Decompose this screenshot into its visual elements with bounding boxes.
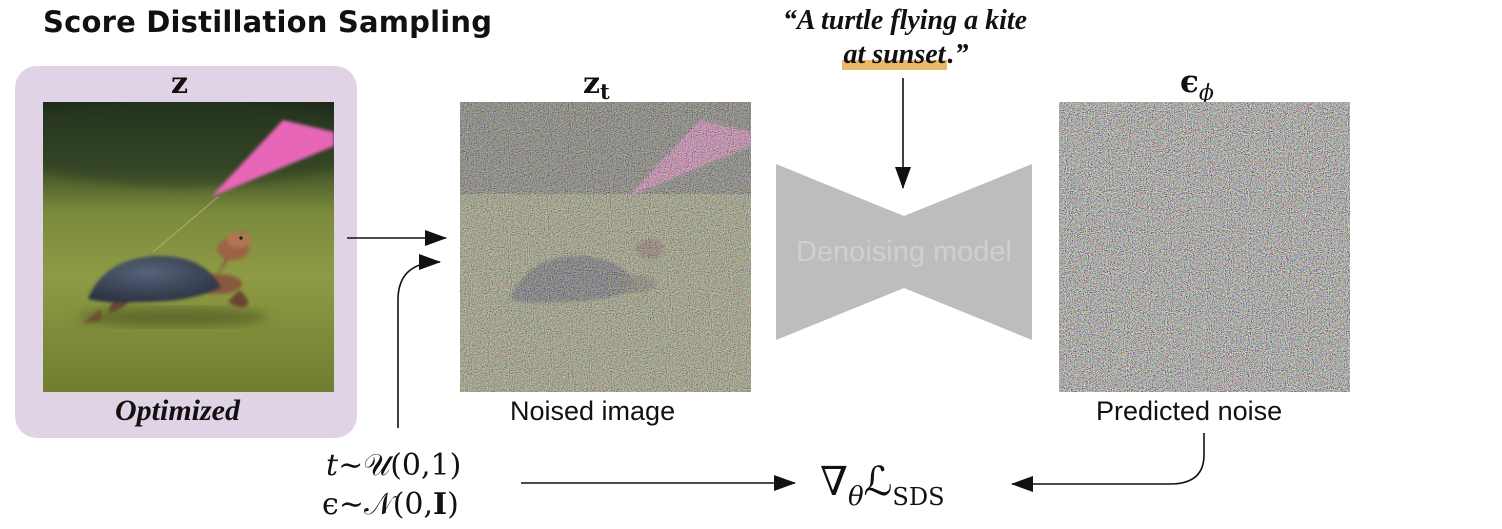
denoising-model-shape: [776, 164, 1032, 340]
noise-pattern: [1059, 102, 1350, 392]
symbol-z: z: [171, 66, 189, 101]
symbol-epsilon: ϵ: [1180, 64, 1199, 100]
gradient-loss: ℒ: [863, 459, 893, 505]
gradient-nabla: ∇: [820, 459, 848, 505]
sampling-e-identity: I: [433, 487, 448, 522]
sampling-epsilon: ϵ∼𝒩(0,I): [322, 487, 459, 522]
symbol-zt-sub: t: [600, 79, 610, 104]
gradient-theta: θ: [847, 482, 864, 512]
noised-caption: Noised image: [510, 396, 676, 426]
prompt-line-1: “A turtle flying a kite: [782, 5, 1028, 36]
arrow-noise-to-gradient: [1011, 433, 1205, 492]
denoising-model-label: Denoising model: [795, 236, 1012, 268]
symbol-zt-main: z: [583, 66, 601, 101]
sampling-e-args-post: ): [447, 487, 459, 522]
optimized-caption: Optimized: [115, 394, 240, 427]
prompt-line-2-end: .”: [947, 39, 969, 70]
sds-gradient: ∇θℒSDS: [820, 459, 945, 512]
kite-shape: [211, 120, 334, 197]
diagram-title: Score Distillation Sampling: [43, 5, 493, 39]
noised-turtle-image: [460, 102, 751, 392]
predicted-noise-image: [1059, 102, 1350, 392]
prompt-line-2: at sunset: [843, 39, 946, 70]
sampling-t-var: t: [326, 448, 339, 483]
arrow-noise-to-zt: [397, 254, 441, 428]
sampling-t: t∼𝒰(0,1): [326, 448, 461, 483]
turtle-kite-image: [43, 102, 334, 392]
predicted-noise-caption: Predicted noise: [1096, 396, 1283, 426]
kite-string: [152, 196, 219, 253]
gradient-sds-sub: SDS: [892, 483, 945, 511]
symbol-zt: zt: [583, 66, 610, 104]
symbol-epsilon-phi: ϵϕ: [1180, 64, 1214, 106]
sampling-t-dist: ∼𝒰: [338, 448, 391, 483]
symbol-phi: ϕ: [1198, 81, 1214, 106]
prompt-highlight: at sunset: [841, 39, 948, 70]
sampling-e-args-pre: (0,: [392, 487, 434, 522]
sampling-e-var: ϵ: [322, 487, 339, 522]
sampling-t-args: (0,1): [390, 448, 462, 483]
optimized-image: [43, 102, 334, 392]
text-prompt: “A turtle flying a kite at sunset.”: [725, 4, 1085, 72]
turtle-shell: [88, 255, 221, 303]
noised-image: [460, 102, 751, 392]
sampling-e-dist: ∼𝒩: [338, 487, 393, 522]
